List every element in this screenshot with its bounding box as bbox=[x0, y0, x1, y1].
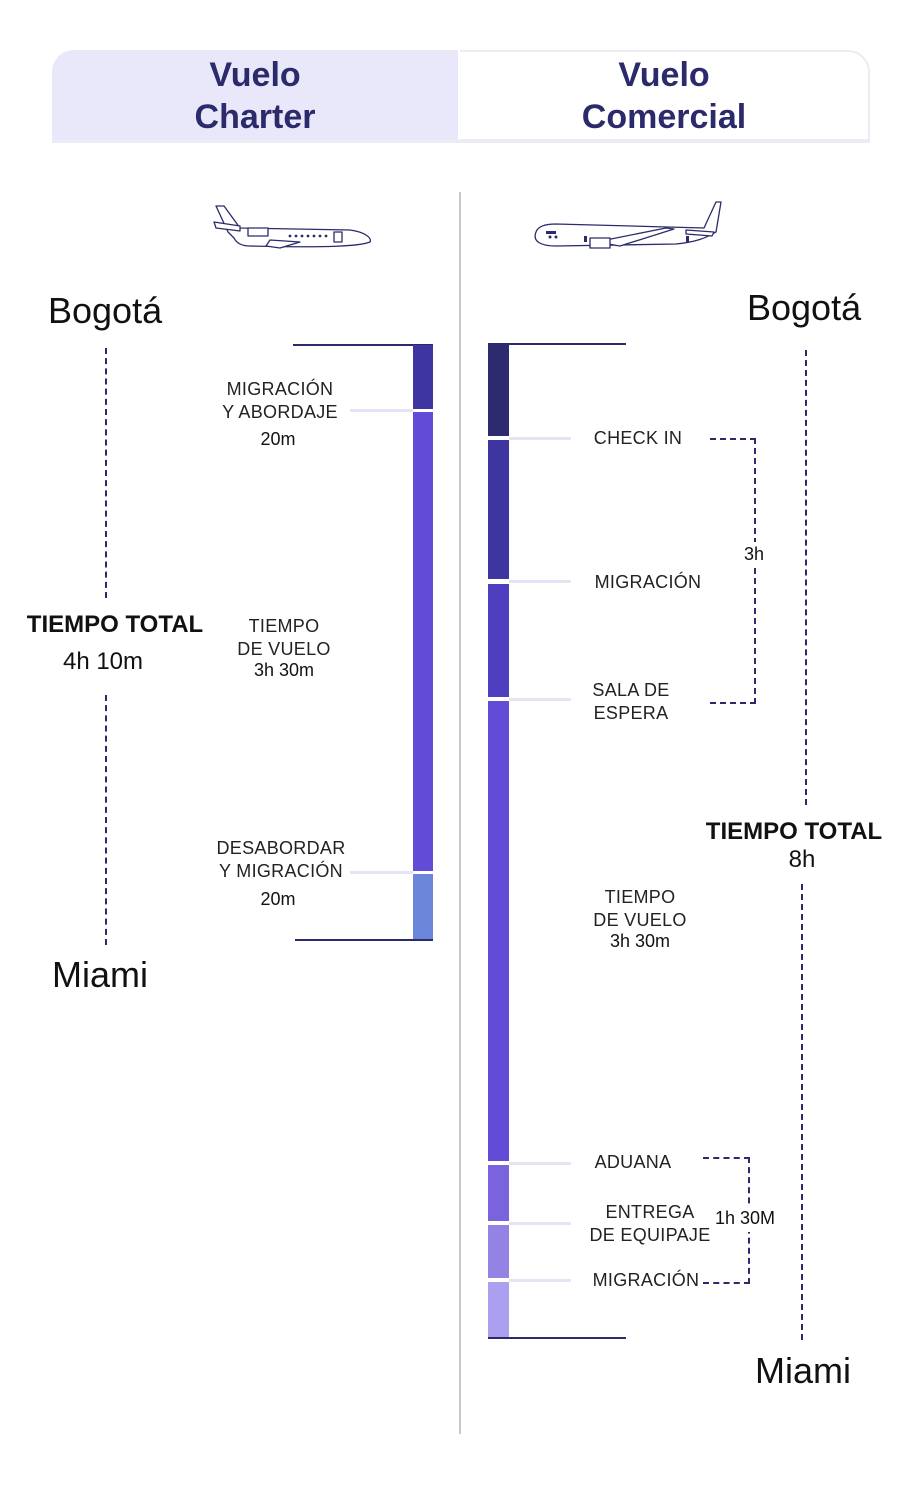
pre-flight-group-duration: 3h bbox=[744, 544, 765, 564]
charter-time-line-bottom bbox=[105, 695, 107, 945]
commercial-bar-customs bbox=[488, 1165, 509, 1221]
commercial-tick bbox=[509, 1162, 571, 1165]
column-divider bbox=[459, 192, 461, 1434]
commercial-stage-label: TIEMPO DE VUELO bbox=[593, 887, 687, 930]
commercial-bar-flight bbox=[488, 701, 509, 1161]
commercial-stage-label: ADUANA bbox=[594, 1152, 672, 1172]
charter-stage-label: MIGRACIÓN Y ABORDAJE bbox=[222, 379, 338, 422]
charter-destination: Miami bbox=[52, 954, 148, 995]
commercial-bar-baggage bbox=[488, 1225, 509, 1278]
airliner-icon bbox=[534, 201, 722, 249]
commercial-tick bbox=[509, 1222, 571, 1225]
commercial-start-line bbox=[488, 343, 626, 345]
commercial-tick bbox=[509, 580, 571, 583]
commercial-total-title: TIEMPO TOTAL bbox=[705, 818, 883, 845]
commercial-stage-duration: 3h 30m bbox=[609, 931, 671, 951]
charter-bar-boarding bbox=[413, 345, 433, 409]
commercial-time-line-bottom bbox=[801, 884, 803, 1340]
commercial-tick bbox=[509, 1279, 571, 1282]
charter-bar-flight bbox=[413, 412, 433, 871]
charter-title: Vuelo Charter bbox=[194, 56, 316, 136]
commercial-bar-waiting bbox=[488, 584, 509, 697]
commercial-tick bbox=[509, 698, 571, 701]
pre-flight-bracket bbox=[710, 438, 756, 704]
charter-total-value: 4h 10m bbox=[62, 648, 144, 675]
commercial-bar-arrival-migration bbox=[488, 1282, 509, 1339]
charter-origin: Bogotá bbox=[48, 290, 163, 331]
charter-stage-duration: 3h 30m bbox=[253, 660, 315, 680]
commercial-tick bbox=[509, 437, 571, 440]
charter-stage-label: DESABORDAR Y MIGRACIÓN bbox=[216, 838, 346, 881]
header-underline bbox=[52, 140, 870, 143]
commercial-stage-label: ENTREGA DE EQUIPAJE bbox=[589, 1202, 711, 1245]
commercial-end-line bbox=[488, 1337, 626, 1339]
commercial-bar-migration bbox=[488, 440, 509, 579]
charter-tick-boarding bbox=[350, 409, 413, 412]
charter-stage-duration: 20m bbox=[260, 429, 296, 449]
commercial-time-line-top bbox=[805, 350, 807, 805]
charter-header: Vuelo Charter bbox=[52, 50, 458, 142]
commercial-origin: Bogotá bbox=[747, 287, 862, 328]
charter-bar-arrival bbox=[413, 874, 433, 940]
charter-stage-duration: 20m bbox=[260, 889, 296, 909]
charter-stage-label: TIEMPO DE VUELO bbox=[237, 616, 331, 659]
commercial-header: Vuelo Comercial bbox=[460, 50, 870, 142]
charter-time-line-top bbox=[105, 348, 107, 598]
post-flight-group-duration: 1h 30M bbox=[715, 1208, 776, 1228]
commercial-title: Vuelo Comercial bbox=[581, 55, 747, 136]
charter-start-line bbox=[293, 344, 433, 346]
private-jet-icon bbox=[213, 205, 371, 249]
commercial-destination: Miami bbox=[755, 1350, 851, 1391]
charter-tick-arrival bbox=[350, 871, 413, 874]
commercial-total-value: 8h bbox=[788, 846, 816, 873]
commercial-stage-label: SALA DE ESPERA bbox=[592, 680, 670, 723]
commercial-stage-label: MIGRACIÓN bbox=[594, 572, 702, 592]
charter-end-line bbox=[295, 939, 433, 941]
commercial-bar-checkin bbox=[488, 344, 509, 436]
commercial-stage-label: CHECK IN bbox=[593, 428, 683, 448]
commercial-stage-label: MIGRACIÓN bbox=[592, 1270, 700, 1290]
charter-total-title: TIEMPO TOTAL bbox=[26, 611, 204, 638]
